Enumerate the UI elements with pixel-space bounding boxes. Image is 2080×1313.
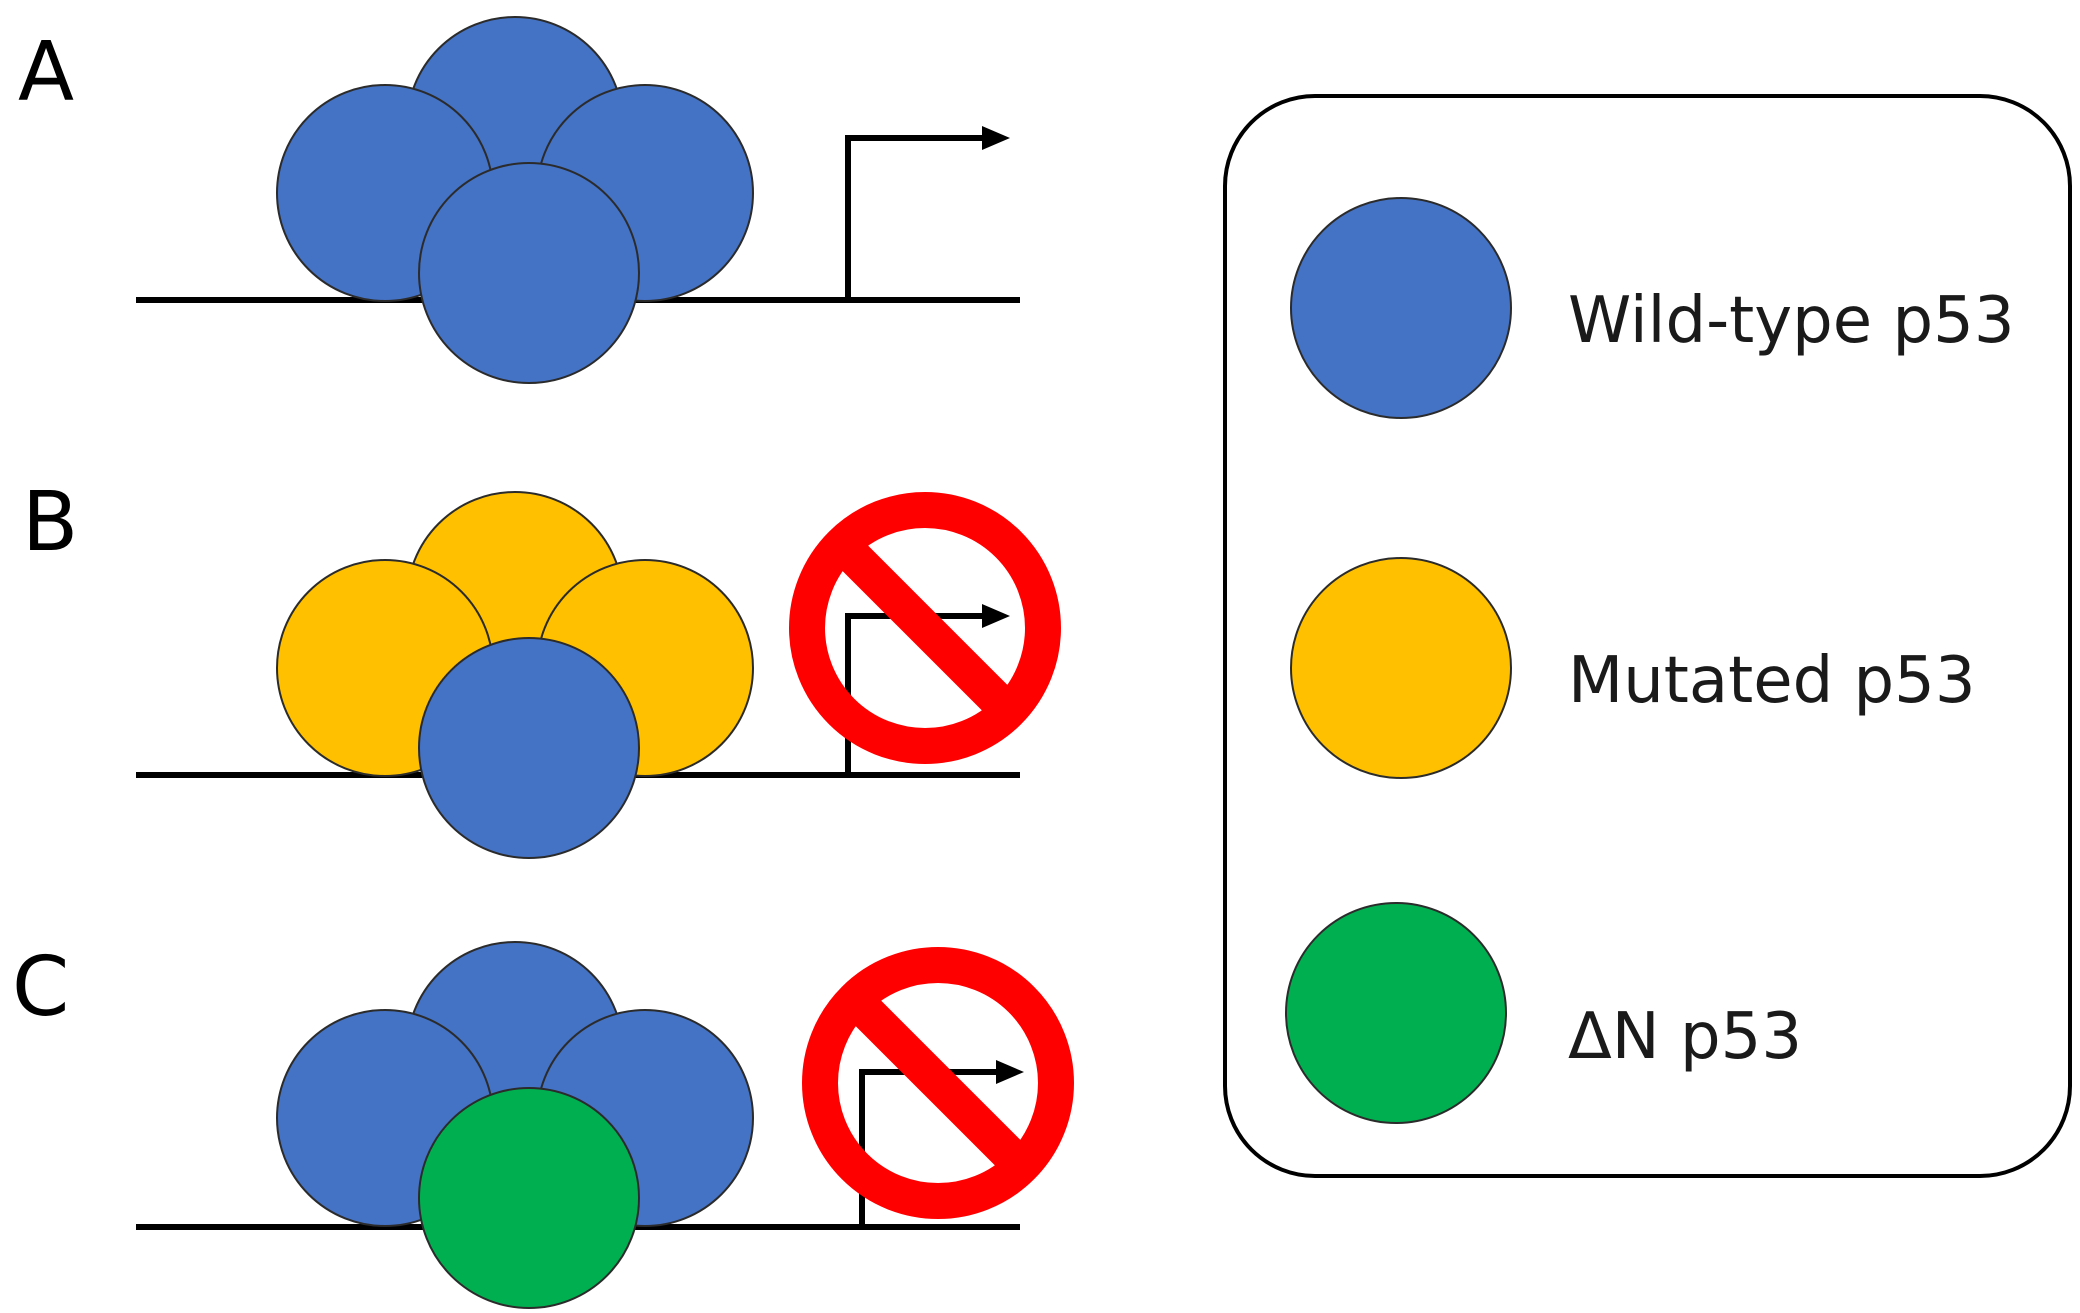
panel-label-b: B <box>22 475 78 570</box>
legend: Wild-type p53 Mutated p53 ΔN p53 <box>1223 94 2072 1178</box>
subunit-front-b <box>418 637 640 859</box>
panel-label-a: A <box>18 25 74 120</box>
legend-item-delta-n: ΔN p53 <box>1285 902 1802 1124</box>
panel-a: A <box>18 16 1020 384</box>
legend-label-mutated: Mutated p53 <box>1568 644 1976 718</box>
legend-swatch-mutated <box>1290 557 1512 779</box>
subunit-front-c <box>418 1087 640 1309</box>
legend-item-mutated: Mutated p53 <box>1290 557 1976 779</box>
panel-b: B <box>22 475 1061 859</box>
panel-label-c: C <box>12 940 69 1035</box>
transcription-start-arrow-a <box>845 126 1010 300</box>
legend-label-delta-n: ΔN p53 <box>1568 1000 1802 1074</box>
legend-swatch-delta-n <box>1285 902 1507 1124</box>
prohibition-icon-b <box>789 492 1061 764</box>
legend-swatch-wild-type <box>1290 197 1512 419</box>
legend-item-wild-type: Wild-type p53 <box>1290 197 2015 419</box>
panel-c: C <box>12 940 1074 1309</box>
prohibition-icon-c <box>802 947 1074 1219</box>
subunit-front-a <box>418 162 640 384</box>
legend-label-wild-type: Wild-type p53 <box>1568 284 2015 358</box>
